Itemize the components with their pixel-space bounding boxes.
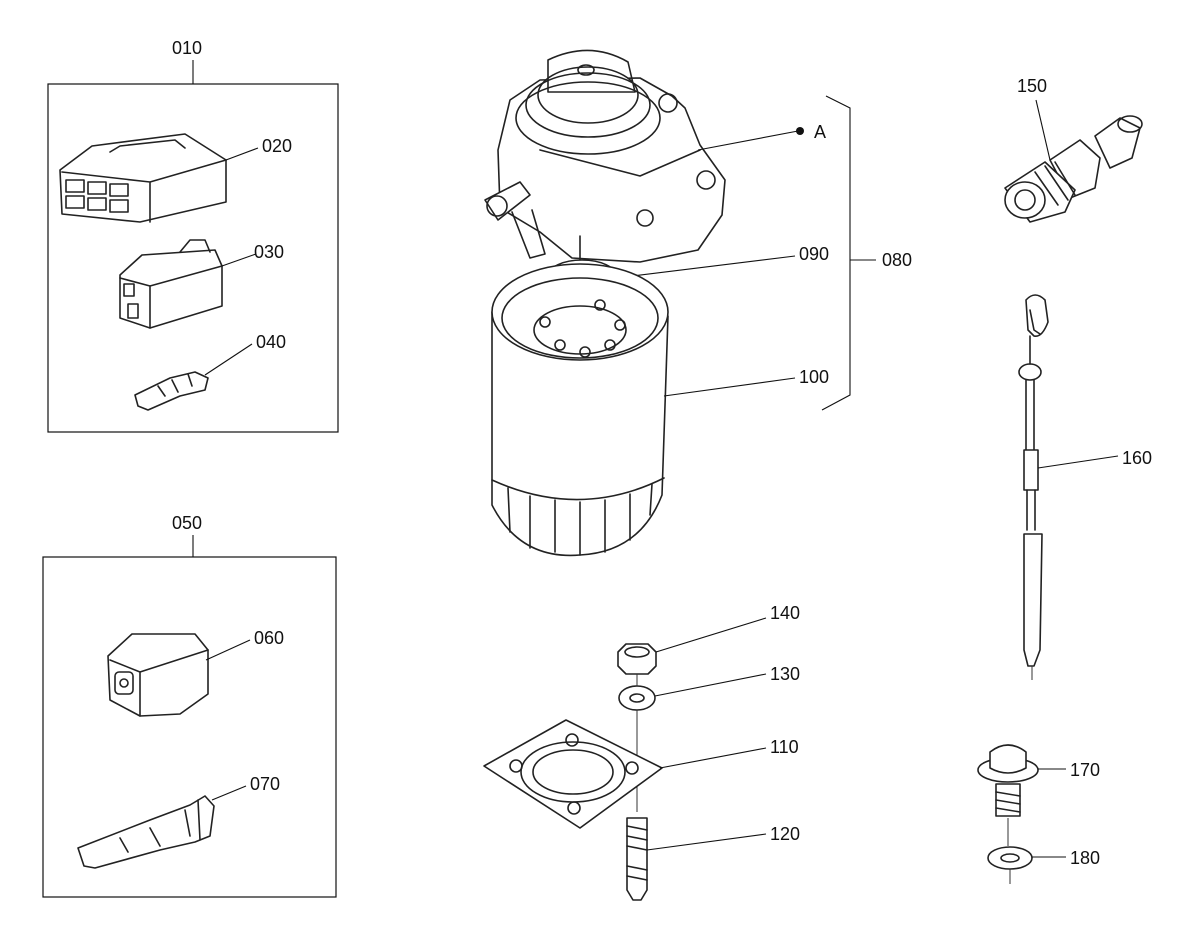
label-110: 110 bbox=[770, 737, 799, 757]
label-A: A bbox=[814, 122, 826, 142]
label-020: 020 bbox=[262, 136, 292, 156]
group-050: 050 060 070 bbox=[42, 513, 337, 898]
leader-020 bbox=[225, 147, 259, 161]
leader-070 bbox=[211, 785, 247, 801]
part-070-terminal[interactable] bbox=[77, 795, 215, 869]
leader-160 bbox=[1037, 455, 1119, 469]
leader-040 bbox=[204, 343, 253, 376]
part-060-connector[interactable] bbox=[107, 633, 209, 717]
label-120: 120 bbox=[770, 824, 800, 844]
label-180: 180 bbox=[1070, 848, 1100, 868]
part-120-stud[interactable] bbox=[626, 817, 648, 901]
part-110-gasket[interactable] bbox=[483, 719, 663, 829]
part-130-washer[interactable] bbox=[618, 685, 656, 711]
bracket-080 bbox=[821, 95, 851, 411]
part-030-connector[interactable] bbox=[119, 239, 223, 329]
group-010: 010 020 030 0 bbox=[47, 38, 339, 433]
group-050-box bbox=[42, 556, 337, 898]
part-020-connector[interactable] bbox=[59, 133, 227, 223]
label-080: 080 bbox=[882, 250, 912, 270]
label-070: 070 bbox=[250, 774, 280, 794]
part-100-filter-cartridge[interactable] bbox=[491, 263, 669, 557]
label-100: 100 bbox=[799, 367, 829, 387]
leader-110 bbox=[659, 747, 767, 769]
label-160: 160 bbox=[1122, 448, 1152, 468]
leader-060 bbox=[205, 639, 251, 661]
leader-120 bbox=[646, 833, 767, 851]
part-140-nut[interactable] bbox=[617, 643, 657, 675]
label-010: 010 bbox=[172, 38, 202, 58]
filter-assembly: A 090 100 080 bbox=[484, 49, 912, 557]
part-160-dipstick[interactable] bbox=[1018, 294, 1049, 680]
point-A-dot bbox=[796, 127, 804, 135]
label-060: 060 bbox=[254, 628, 284, 648]
leader-030 bbox=[221, 253, 257, 267]
label-150: 150 bbox=[1017, 76, 1047, 96]
part-040-terminal[interactable] bbox=[134, 371, 209, 411]
leader-100 bbox=[663, 377, 796, 397]
part-170-plug-bolt[interactable] bbox=[977, 744, 1039, 817]
label-030: 030 bbox=[254, 242, 284, 262]
label-050: 050 bbox=[172, 513, 202, 533]
label-040: 040 bbox=[256, 332, 286, 352]
label-130: 130 bbox=[770, 664, 800, 684]
leader-090 bbox=[615, 255, 796, 279]
leader-140 bbox=[655, 617, 767, 653]
label-140: 140 bbox=[770, 603, 800, 623]
mounting-hardware: 140 130 110 120 bbox=[483, 603, 800, 901]
label-090: 090 bbox=[799, 244, 829, 264]
leader-130 bbox=[654, 673, 767, 697]
part-180-washer[interactable] bbox=[987, 846, 1033, 870]
label-170: 170 bbox=[1070, 760, 1100, 780]
part-150-fitting[interactable] bbox=[1004, 115, 1143, 223]
leader-A bbox=[697, 130, 799, 151]
leader-150 bbox=[1035, 99, 1051, 161]
filter-head[interactable] bbox=[484, 49, 726, 263]
